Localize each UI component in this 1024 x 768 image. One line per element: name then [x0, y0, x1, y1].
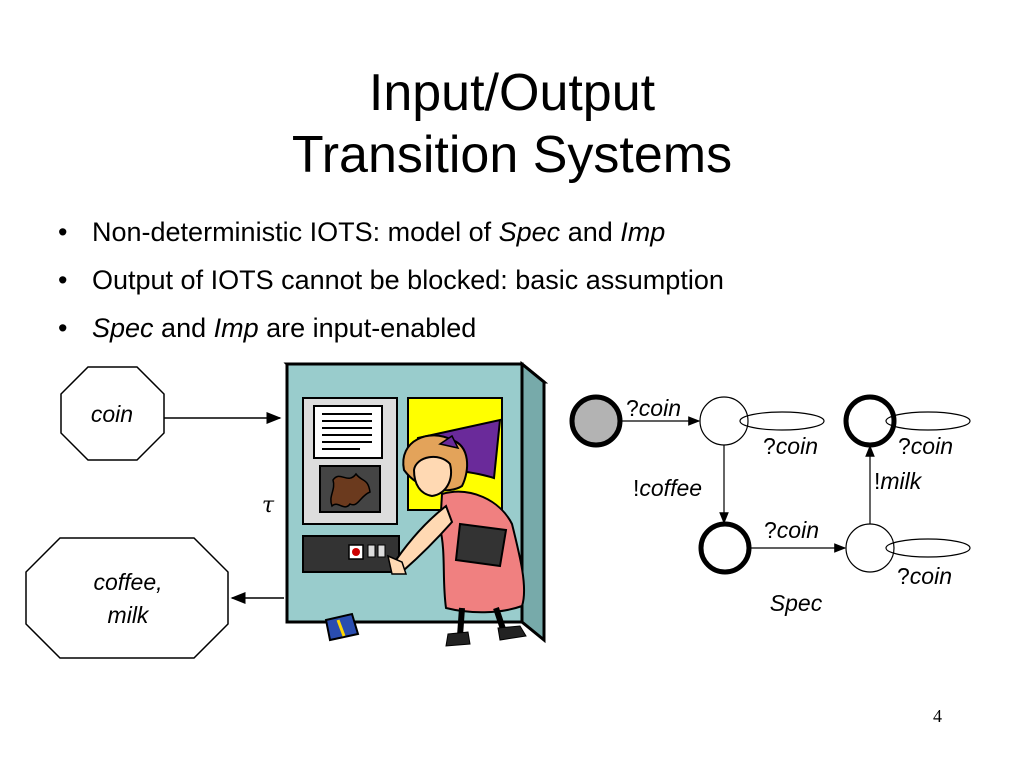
- bullet-text: and: [560, 217, 621, 247]
- title-line-2: Transition Systems: [291, 126, 733, 184]
- bullet-item: • Non-deterministic IOTS: model of Spec a…: [58, 212, 724, 260]
- bullet-text: Non-deterministic IOTS: model of: [92, 217, 499, 247]
- slide-title: Input/Output Transition Systems: [0, 62, 1024, 186]
- woman-hand: [386, 554, 408, 575]
- bullet-text: are input-enabled: [258, 313, 477, 343]
- output-octagon: [25, 537, 229, 659]
- title-line-1: Input/Output: [368, 64, 656, 122]
- woman-illustration: [386, 434, 527, 647]
- lts-name: Spec: [770, 590, 823, 616]
- coffee-splash: [330, 472, 371, 508]
- woman-handbag: [454, 522, 508, 568]
- label-init-coin: ?coin: [626, 395, 681, 421]
- bullet-dot: •: [58, 217, 68, 247]
- bullet-dot: •: [58, 265, 68, 295]
- bullet-text: Output of IOTS cannot be blocked: basic …: [92, 265, 724, 295]
- woman-face: [412, 455, 452, 498]
- woman-shoe-left: [445, 631, 471, 647]
- bullet-dot: •: [58, 313, 68, 343]
- input-octagon: [60, 366, 165, 461]
- spec-term: Spec: [498, 217, 561, 247]
- bullet-text: and: [153, 313, 214, 343]
- label-s3-milk: !milk: [874, 468, 923, 494]
- red-button-dot: [352, 548, 360, 556]
- tau-label: τ: [262, 493, 275, 518]
- loop-s4: [885, 538, 971, 558]
- woman-shoe-right: [497, 625, 527, 641]
- output-label-line-1: coffee,: [93, 569, 162, 595]
- state-s4: [845, 523, 895, 573]
- label-s3-loop: ?coin: [898, 433, 953, 459]
- slot-button-1: [367, 544, 376, 558]
- page-number: 4: [933, 706, 942, 726]
- bullet-item: • Output of IOTS cannot be blocked: basic…: [58, 260, 724, 308]
- loop-s3: [885, 411, 971, 431]
- state-s1: [699, 396, 749, 446]
- cup-stripe: [336, 619, 346, 637]
- woman-bow: [438, 434, 460, 450]
- output-label-line-2: milk: [108, 602, 150, 628]
- state-s2: [698, 521, 752, 575]
- label-s1-coffee: !coffee: [633, 475, 702, 501]
- spec-term: Spec: [92, 313, 154, 343]
- bullet-list: • Non-deterministic IOTS: model of Spec a…: [58, 212, 724, 356]
- initial-state: [569, 394, 623, 448]
- bullet-item: • Spec and Imp are input-enabled: [58, 308, 724, 356]
- loop-s1: [739, 411, 825, 431]
- label-s1-loop: ?coin: [763, 433, 818, 459]
- input-label: coin: [91, 401, 133, 427]
- machine-side: [520, 360, 546, 644]
- label-s4-loop: ?coin: [897, 563, 952, 589]
- slot-button-2: [377, 544, 386, 558]
- state-s3: [843, 394, 897, 448]
- lts-spec-diagram: ?coin ?coin !coffee ?coin !milk ?coin ?c…: [569, 394, 971, 616]
- imp-term: Imp: [620, 217, 666, 247]
- imp-term: Imp: [213, 313, 259, 343]
- menu-lines: [322, 413, 372, 450]
- label-s2-coin: ?coin: [764, 517, 819, 543]
